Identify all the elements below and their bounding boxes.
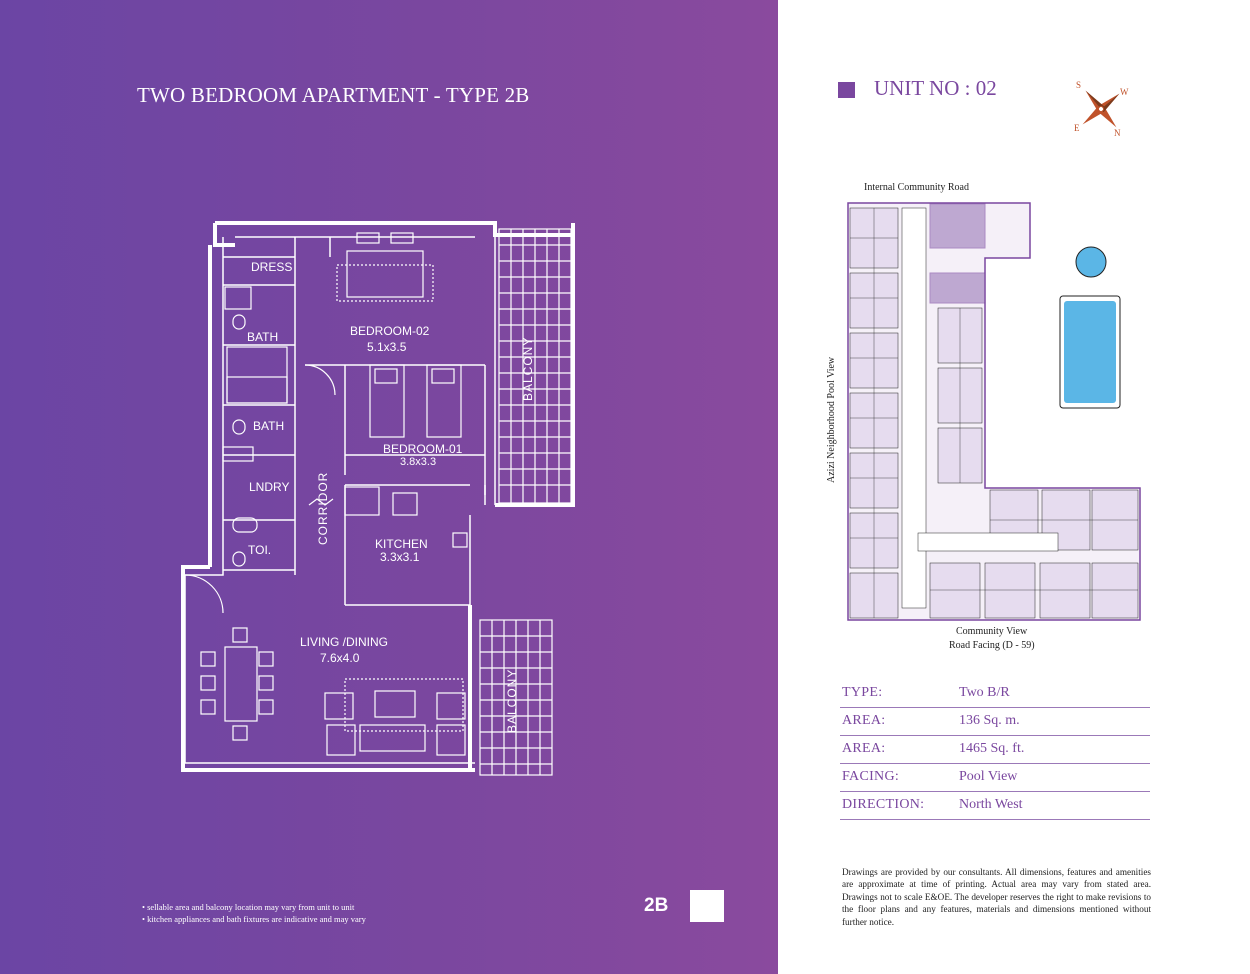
room-label-bedroom-01: BEDROOM-01 xyxy=(383,442,463,456)
site-label-top: Internal Community Road xyxy=(864,182,969,193)
room-label-laundry: LNDRY xyxy=(249,480,289,494)
site-map: Internal Community Road Azizi Neighborho… xyxy=(826,182,1141,651)
page-title: TWO BEDROOM APARTMENT - TYPE 2B xyxy=(137,83,530,107)
highlighted-unit xyxy=(929,203,986,249)
spec-row: AREA:136 Sq. m. xyxy=(840,708,1150,736)
room-label-bath-2: BATH xyxy=(253,419,284,433)
spec-row: FACING:Pool View xyxy=(840,764,1150,792)
spec-row: TYPE:Two B/R xyxy=(840,680,1150,708)
disclaimer: Drawings are provided by our consultants… xyxy=(842,867,1151,927)
room-label-kitchen: KITCHEN xyxy=(375,537,428,551)
note-item: • kitchen appliances and bath fixtures a… xyxy=(142,914,366,924)
room-size-bedroom-02: 5.1x3.5 xyxy=(367,340,407,354)
compass-n: N xyxy=(1114,128,1121,138)
spec-row: DIRECTION:North West xyxy=(840,792,1150,820)
room-label-balcony-top: BALCONY xyxy=(521,337,535,401)
compass-e: E xyxy=(1074,123,1080,133)
site-label-bottom-2: Road Facing (D - 59) xyxy=(949,640,1035,651)
room-label-bedroom-02: BEDROOM-02 xyxy=(350,324,430,338)
unit-number: UNIT NO : 02 xyxy=(874,76,997,100)
note-item: • sellable area and balcony location may… xyxy=(142,902,355,912)
jacuzzi xyxy=(1075,246,1107,278)
room-size-bedroom-01: 3.8x3.3 xyxy=(400,456,436,468)
site-label-left: Azizi Neighborhood Pool View xyxy=(826,356,837,483)
left-panel: TWO BEDROOM APARTMENT - TYPE 2B xyxy=(0,0,778,974)
white-box xyxy=(690,890,724,922)
room-label-dress: DRESS xyxy=(251,260,292,274)
compass-w: W xyxy=(1120,87,1129,97)
swimming-pool xyxy=(1064,301,1116,403)
notes: • sellable area and balcony location may… xyxy=(142,901,366,925)
room-label-bath-1: BATH xyxy=(247,330,278,344)
spec-row: AREA:1465 Sq. ft. xyxy=(840,736,1150,764)
room-size-kitchen: 3.3x3.1 xyxy=(380,550,420,564)
unit-type-badge: 2B xyxy=(644,895,669,916)
site-label-bottom-1: Community View xyxy=(956,626,1028,637)
unit-marker-square xyxy=(838,82,855,98)
specs-table: TYPE:Two B/R AREA:136 Sq. m. AREA:1465 S… xyxy=(840,680,1150,820)
floor-plan: DRESS BATH BEDROOM-02 5.1x3.5 BATH BEDRO… xyxy=(181,221,575,776)
room-size-living-dining: 7.6x4.0 xyxy=(320,651,360,665)
room-label-living-dining: LIVING /DINING xyxy=(300,635,388,649)
compass-rose-icon: S W E N xyxy=(1074,80,1129,138)
room-label-corridor: CORRIDOR xyxy=(316,472,330,545)
room-label-balcony-bottom: BALCONY xyxy=(505,669,519,733)
room-label-toilet: TOI. xyxy=(248,543,271,557)
compass-s: S xyxy=(1076,80,1081,90)
